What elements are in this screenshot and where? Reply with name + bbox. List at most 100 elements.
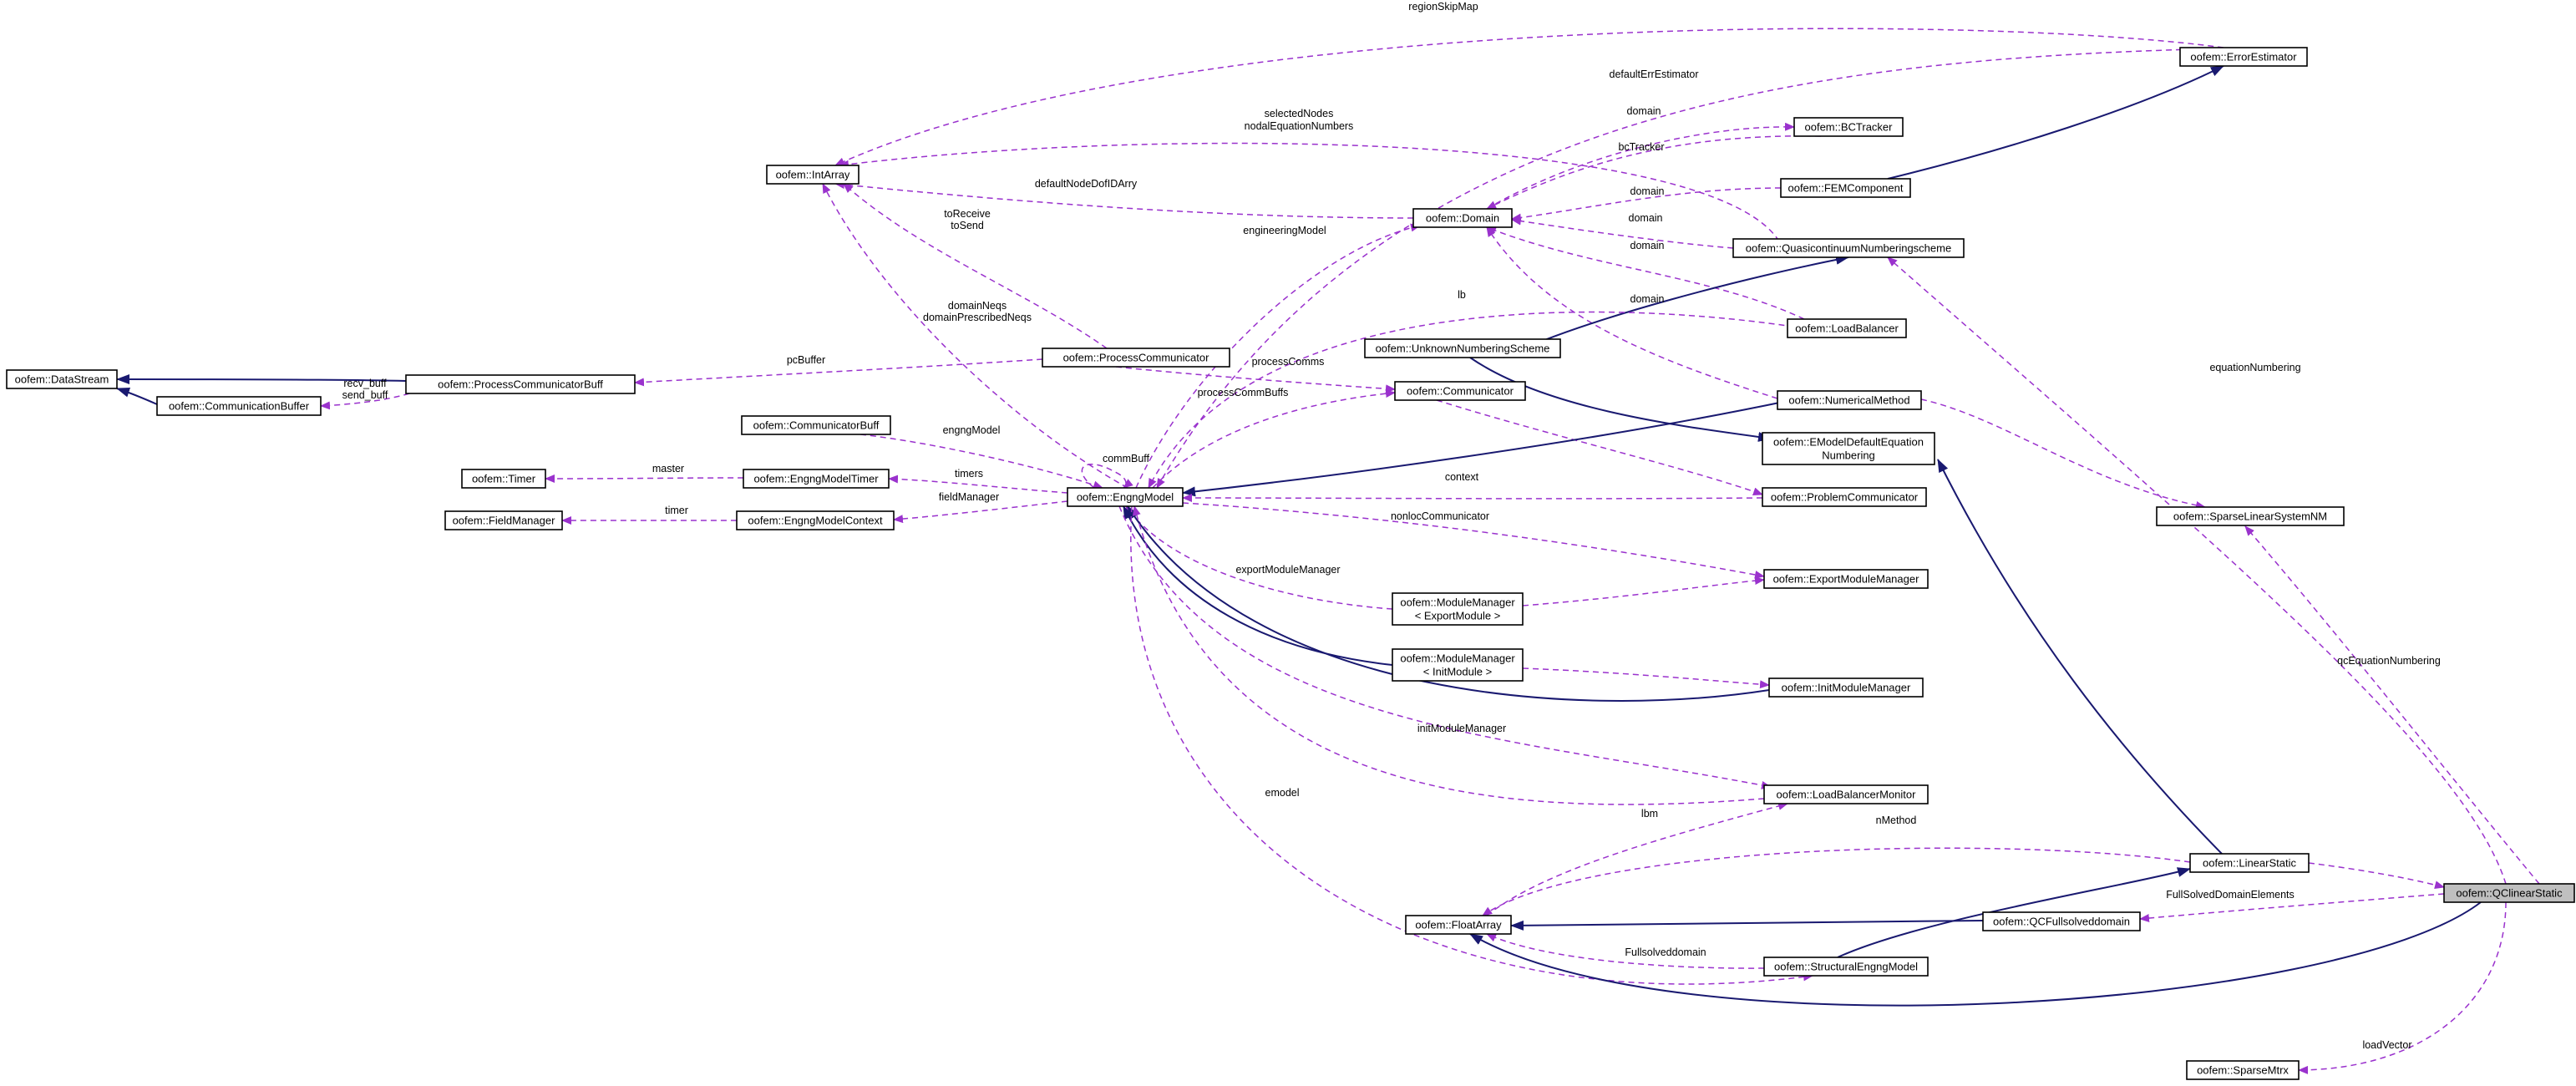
class-node-engng-model-context[interactable]: oofem::EngngModelContext <box>736 510 895 530</box>
class-box <box>1787 318 1907 338</box>
class-box <box>1412 208 1513 228</box>
class-box <box>1732 238 1965 258</box>
class-node-unknown-numbering-scheme[interactable]: oofem::UnknownNumberingScheme <box>1364 338 1561 358</box>
class-box <box>1982 911 2141 931</box>
class-box <box>1793 117 1904 137</box>
class-name: oofem::StructuralEngngModel <box>1774 961 1918 973</box>
class-name: oofem::SparseLinearSystemNM <box>2173 510 2327 523</box>
class-name: oofem::LoadBalancerMonitor <box>1777 789 1917 801</box>
class-node-communication-buffer[interactable]: oofem::CommunicationBuffer <box>156 396 322 416</box>
class-node-load-balancer[interactable]: oofem::LoadBalancer <box>1787 318 1907 338</box>
class-node-structural-engng-model[interactable]: oofem::StructuralEngngModel <box>1763 957 1929 977</box>
class-node-export-module-manager[interactable]: oofem::ExportModuleManager <box>1763 569 1929 589</box>
class-name: oofem::QuasicontinuumNumberingscheme <box>1746 242 1951 255</box>
class-node-communicator[interactable]: oofem::Communicator <box>1394 381 1526 401</box>
edge-label: domainPrescribedNeqs <box>923 312 1032 323</box>
inheritance-edge-engng-model-to-structural-engng-model <box>1469 901 2482 1007</box>
usage-edge-domain-to-numerical-method <box>1486 226 1778 399</box>
edge-label: toSend <box>951 220 984 231</box>
class-node-sparse-mtrx[interactable]: oofem::SparseMtrx <box>2186 1060 2300 1080</box>
class-box <box>444 510 563 530</box>
class-name: oofem::NumericalMethod <box>1788 394 1909 407</box>
edge-label: equationNumbering <box>2209 362 2300 373</box>
class-node-quasicontinuum-numberingscheme[interactable]: oofem::QuasicontinuumNumberingscheme <box>1732 238 1965 258</box>
class-node-problem-communicator[interactable]: oofem::ProblemCommunicator <box>1762 487 1927 507</box>
usage-edge-communication-buffer-to-process-communicator-buff <box>320 393 410 410</box>
class-node-sparse-linear-system-nm[interactable]: oofem::SparseLinearSystemNM <box>2156 506 2345 526</box>
inheritance-edge-structural-engng-model-to-linear-static <box>1510 920 1984 931</box>
inheritance-edge-communicator-to-problem-communicator <box>1182 400 1788 497</box>
class-name: oofem::QCFullsolveddomain <box>1993 916 2130 928</box>
class-node-process-communicator-buff[interactable]: oofem::ProcessCommunicatorBuff <box>405 374 636 394</box>
class-name: oofem::BCTracker <box>1805 121 1894 134</box>
usage-edge-engng-model-to-module-manager-init <box>1522 667 1770 689</box>
usage-edge-domain-to-femcomponent <box>1511 187 1782 222</box>
usage-edge-process-communicator-buff-to-process-communicator <box>634 358 1043 387</box>
inheritance-edge-module-manager-init-to-init-module-manager <box>1127 505 1770 702</box>
class-name: oofem::ModuleManager <box>1400 652 1515 665</box>
edge-label: commBuff <box>1103 453 1150 464</box>
class-name: oofem::ExportModuleManager <box>1773 573 1920 586</box>
edge-label: qcEquationNumbering <box>2337 655 2441 667</box>
class-box <box>1392 592 1524 626</box>
edge-label: context <box>1445 471 1479 483</box>
edge-label: recv_buff <box>343 378 387 389</box>
usage-edge-field-manager-to-engng-model-context <box>893 500 1068 524</box>
class-name: oofem::CommunicatorBuff <box>753 419 880 432</box>
usage-edge-quasicontinuum-numberingscheme-to-qclinear-static <box>2244 525 2540 885</box>
class-node-field-manager[interactable]: oofem::FieldManager <box>444 510 563 530</box>
class-name: < ExportModule > <box>1415 610 1501 622</box>
edge-label: pcBuffer <box>787 354 825 366</box>
usage-edge-communicator-buff-to-engng-model <box>1081 464 1133 489</box>
class-box <box>1762 432 1935 465</box>
class-box <box>156 396 322 416</box>
class-node-communicator-buff[interactable]: oofem::CommunicatorBuff <box>741 415 891 435</box>
class-box <box>766 165 860 185</box>
class-node-engng-model-timer[interactable]: oofem::EngngModelTimer <box>743 469 890 489</box>
class-node-int-array[interactable]: oofem::IntArray <box>766 165 860 185</box>
edge-label: lb <box>1458 289 1466 301</box>
edge-labels-layer: regionSkipMapdefaultErrEstimatorselected… <box>342 1 2441 1051</box>
usage-edge-domain-to-quasicontinuum-numberingscheme <box>1511 216 1734 249</box>
class-node-process-communicator[interactable]: oofem::ProcessCommunicator <box>1042 348 1230 368</box>
edge-label: initModuleManager <box>1417 723 1506 734</box>
class-node-linear-static[interactable]: oofem::LinearStatic <box>2189 853 2310 873</box>
edge-label: toReceive <box>944 208 991 220</box>
class-node-load-balancer-monitor[interactable]: oofem::LoadBalancerMonitor <box>1763 784 1929 804</box>
inheritance-edge-data-stream-to-process-communicator-buff <box>116 374 407 385</box>
class-name: oofem::EngngModel <box>1077 491 1174 504</box>
edge-label: domain <box>1627 105 1661 117</box>
class-box <box>2156 506 2345 526</box>
class-name: oofem::FloatArray <box>1415 919 1502 931</box>
edge-label: bcTracker <box>1618 141 1664 153</box>
class-node-femcomponent[interactable]: oofem::FEMComponent <box>1780 178 1911 198</box>
class-node-data-stream[interactable]: oofem::DataStream <box>6 369 118 389</box>
class-node-engng-model[interactable]: oofem::EngngModel <box>1067 487 1184 507</box>
usage-edge-engng-model-to-load-balancer-monitor <box>1132 505 1765 805</box>
class-node-init-module-manager[interactable]: oofem::InitModuleManager <box>1768 677 1924 698</box>
class-node-module-manager-init[interactable]: oofem::ModuleManager< InitModule > <box>1392 648 1524 682</box>
usage-edge-load-balancer-monitor-to-engng-model <box>1486 802 1788 916</box>
usage-edge-int-array-to-engng-model <box>822 183 1128 489</box>
class-node-module-manager-export[interactable]: oofem::ModuleManager< ExportModule > <box>1392 592 1524 626</box>
class-node-error-estimator[interactable]: oofem::ErrorEstimator <box>2179 47 2308 67</box>
class-node-bctracker[interactable]: oofem::BCTracker <box>1793 117 1904 137</box>
inheritance-edge-data-stream-to-communication-buffer <box>116 388 158 405</box>
edge-label: defaultErrEstimator <box>1610 69 1699 80</box>
class-box <box>1364 338 1561 358</box>
class-node-domain[interactable]: oofem::Domain <box>1412 208 1513 228</box>
class-node-float-array[interactable]: oofem::FloatArray <box>1405 915 1512 935</box>
usage-edge-engng-model-to-communicator <box>1436 399 1763 496</box>
class-node-timer[interactable]: oofem::Timer <box>461 469 546 489</box>
usage-edge-float-array-to-linear-static <box>2308 862 2445 890</box>
usage-edge-load-balancer-to-engng-model <box>1148 311 1805 489</box>
class-name: oofem::DataStream <box>15 373 109 386</box>
class-node-qcfullsolveddomain[interactable]: oofem::QCFullsolveddomain <box>1982 911 2141 931</box>
class-name: oofem::IntArray <box>776 169 850 181</box>
class-node-qclinear-static[interactable]: oofem::QClinearStatic <box>2443 883 2575 903</box>
class-name: oofem::EModelDefaultEquation <box>1773 436 1924 449</box>
class-node-numerical-method[interactable]: oofem::NumericalMethod <box>1777 390 1922 410</box>
edge-label: Fullsolveddomain <box>1625 946 1706 958</box>
